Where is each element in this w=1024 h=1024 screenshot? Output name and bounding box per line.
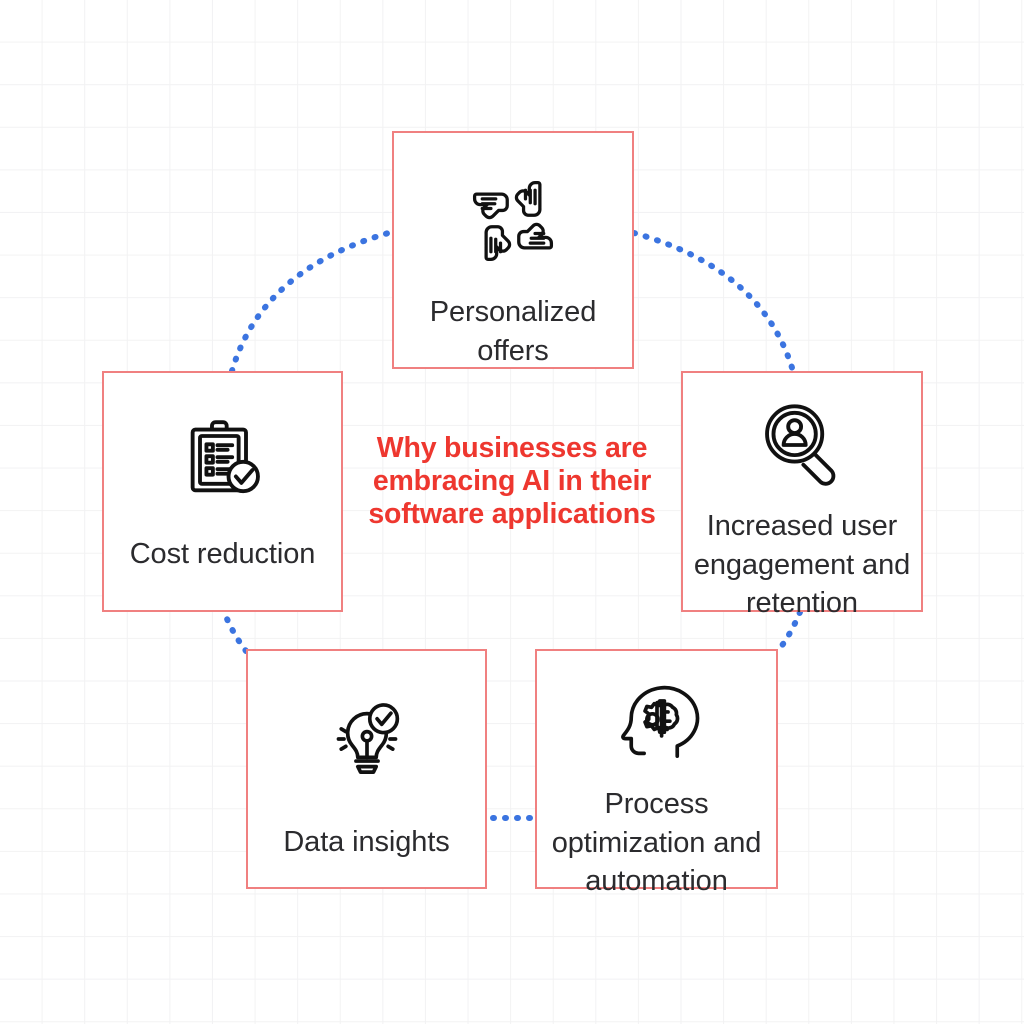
card-data-insights[interactable]: Data insights — [246, 649, 487, 889]
four-hands-teamwork-icon — [465, 173, 561, 269]
clipboard-checklist-check-icon — [177, 413, 269, 505]
card-increased-user-engagement[interactable]: Increased user engagement and retention — [681, 371, 923, 619]
magnifier-person-icon — [756, 399, 848, 491]
head-brain-gear-icon — [611, 677, 703, 769]
card-cost-reduction[interactable]: Cost reduction — [102, 371, 343, 612]
center-title: Why businesses are embracing AI in their… — [368, 432, 656, 531]
card-label-data-insights: Data insights — [283, 826, 450, 858]
card-label-increased-user-engagement: Increased user engagement and retention — [693, 510, 911, 620]
card-process-optimization[interactable]: Process optimization and automation — [535, 649, 778, 897]
lightbulb-check-icon — [321, 693, 413, 785]
connector-cost-reduction-to-personalized-offers — [229, 229, 395, 374]
connector-data-insights-to-cost-reduction — [221, 609, 249, 654]
connector-personalized-offers-to-increased-user-engagement — [631, 230, 796, 374]
card-label-personalized-offers: Personalized offers — [429, 296, 597, 367]
card-label-cost-reduction: Cost reduction — [129, 538, 316, 570]
card-label-process-optimization: Process optimization and automation — [551, 788, 762, 898]
card-personalized-offers[interactable]: Personalized offers — [392, 131, 634, 369]
